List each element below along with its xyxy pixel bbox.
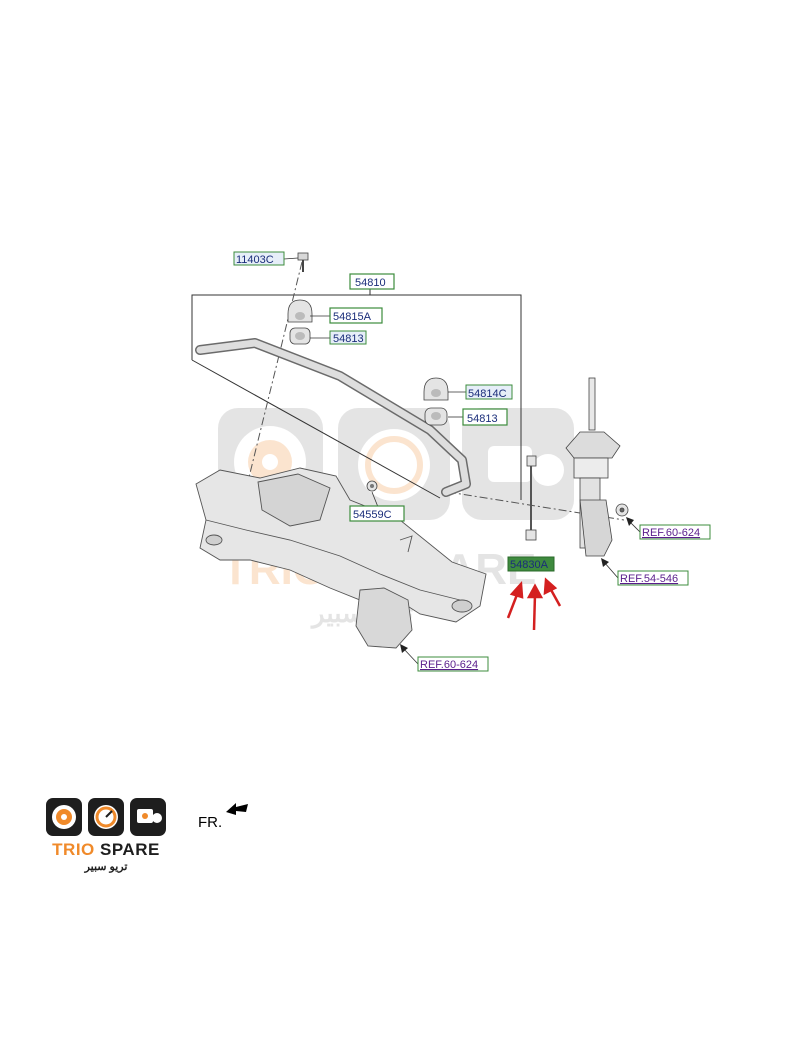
part-label-11403C[interactable]: 11403C [236, 254, 274, 266]
part-label-54813-upper[interactable]: 54813 [333, 333, 364, 345]
ref-label-54-546[interactable]: REF.54-546 [620, 573, 678, 585]
strut-assembly [565, 377, 629, 557]
bushing-icon [289, 327, 311, 345]
front-arrow-icon [226, 803, 248, 815]
part-label-54815A[interactable]: 54815A [333, 311, 372, 323]
leader-arrowheads [400, 517, 634, 653]
nut-icon [366, 480, 378, 492]
stabilizer-bar [195, 338, 471, 497]
part-label-54810[interactable]: 54810 [355, 277, 386, 289]
part-label-54559C[interactable]: 54559C [353, 509, 392, 521]
clamp-icon [423, 377, 449, 401]
ref-label-60-624-strut[interactable]: REF.60-624 [642, 527, 700, 539]
red-arrows [506, 577, 562, 631]
logo-arabic: تريو سبير [84, 861, 128, 873]
part-label-54830A[interactable]: 54830A [510, 559, 549, 571]
stabilizer-link [525, 455, 537, 541]
part-label-54813-lower[interactable]: 54813 [467, 413, 498, 425]
bushing-icon [287, 299, 313, 323]
ref-label-60-624-subframe[interactable]: REF.60-624 [420, 659, 478, 671]
logo-icons [46, 798, 166, 836]
logo-brand: TRIO SPARE [52, 840, 160, 859]
trio-spare-logo: TRIO SPARE تريو سبير [44, 796, 168, 876]
bolt-icon [297, 252, 309, 272]
bushing-icon [424, 407, 448, 426]
part-label-54814C[interactable]: 54814C [468, 388, 507, 400]
subframe [195, 467, 487, 649]
direction-label: FR. [198, 814, 223, 831]
